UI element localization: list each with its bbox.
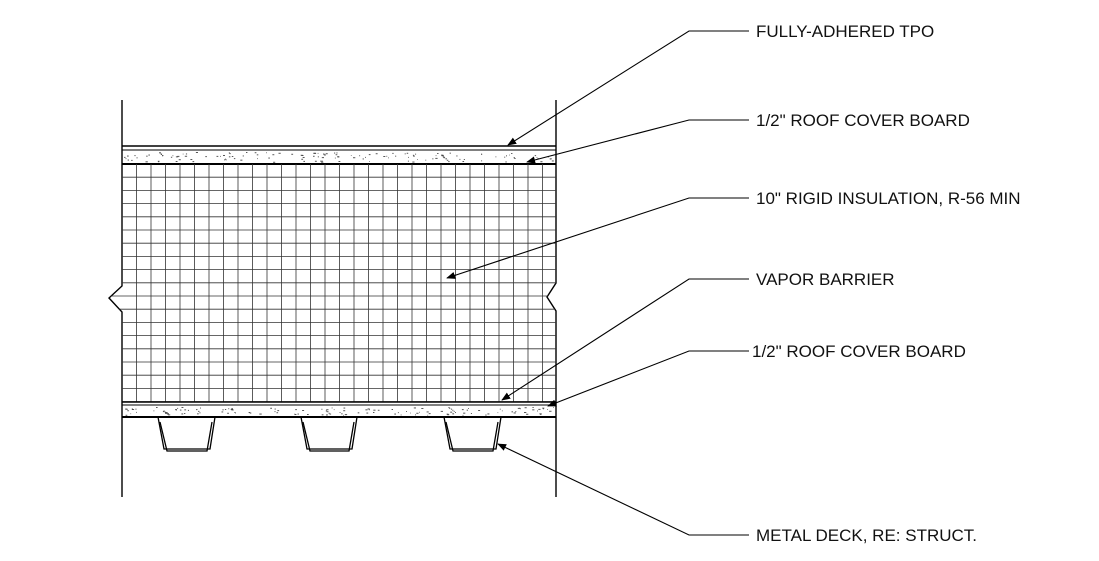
- metal-deck: [157, 416, 502, 452]
- deck-flute: [159, 421, 213, 452]
- left-break-line: [108, 100, 123, 497]
- label-cover-board-top: 1/2" ROOF COVER BOARD: [756, 111, 970, 130]
- tpo-membrane: [122, 145, 556, 151]
- deck-flute: [157, 416, 216, 450]
- label-cover-board-bottom: 1/2" ROOF COVER BOARD: [752, 342, 966, 361]
- cover-board-top: [122, 152, 556, 165]
- callout-labels: FULLY-ADHERED TPO 1/2" ROOF COVER BOARD …: [752, 22, 1021, 545]
- deck-flute: [302, 421, 355, 452]
- vapor-barrier: [122, 401, 556, 406]
- label-vapor-barrier: VAPOR BARRIER: [756, 270, 895, 289]
- deck-flute: [443, 416, 502, 450]
- deck-flute: [300, 416, 358, 450]
- cover-board-bottom: [122, 407, 556, 418]
- leader-cover-bottom: [547, 350, 749, 407]
- label-rigid-insulation: 10" RIGID INSULATION, R-56 MIN: [756, 189, 1021, 208]
- right-break-line: [546, 100, 557, 497]
- leader-deck: [497, 443, 749, 536]
- leader-tpo: [507, 30, 749, 146]
- rigid-insulation-grid: [109, 164, 556, 402]
- label-metal-deck: METAL DECK, RE: STRUCT.: [756, 526, 977, 545]
- leader-cover-top: [526, 119, 749, 164]
- leader-vapor: [501, 278, 749, 401]
- deck-flute: [445, 421, 499, 452]
- wall-lines: [108, 100, 557, 497]
- leader-insulation: [446, 197, 749, 279]
- label-tpo: FULLY-ADHERED TPO: [756, 22, 934, 41]
- leader-lines: [446, 30, 749, 536]
